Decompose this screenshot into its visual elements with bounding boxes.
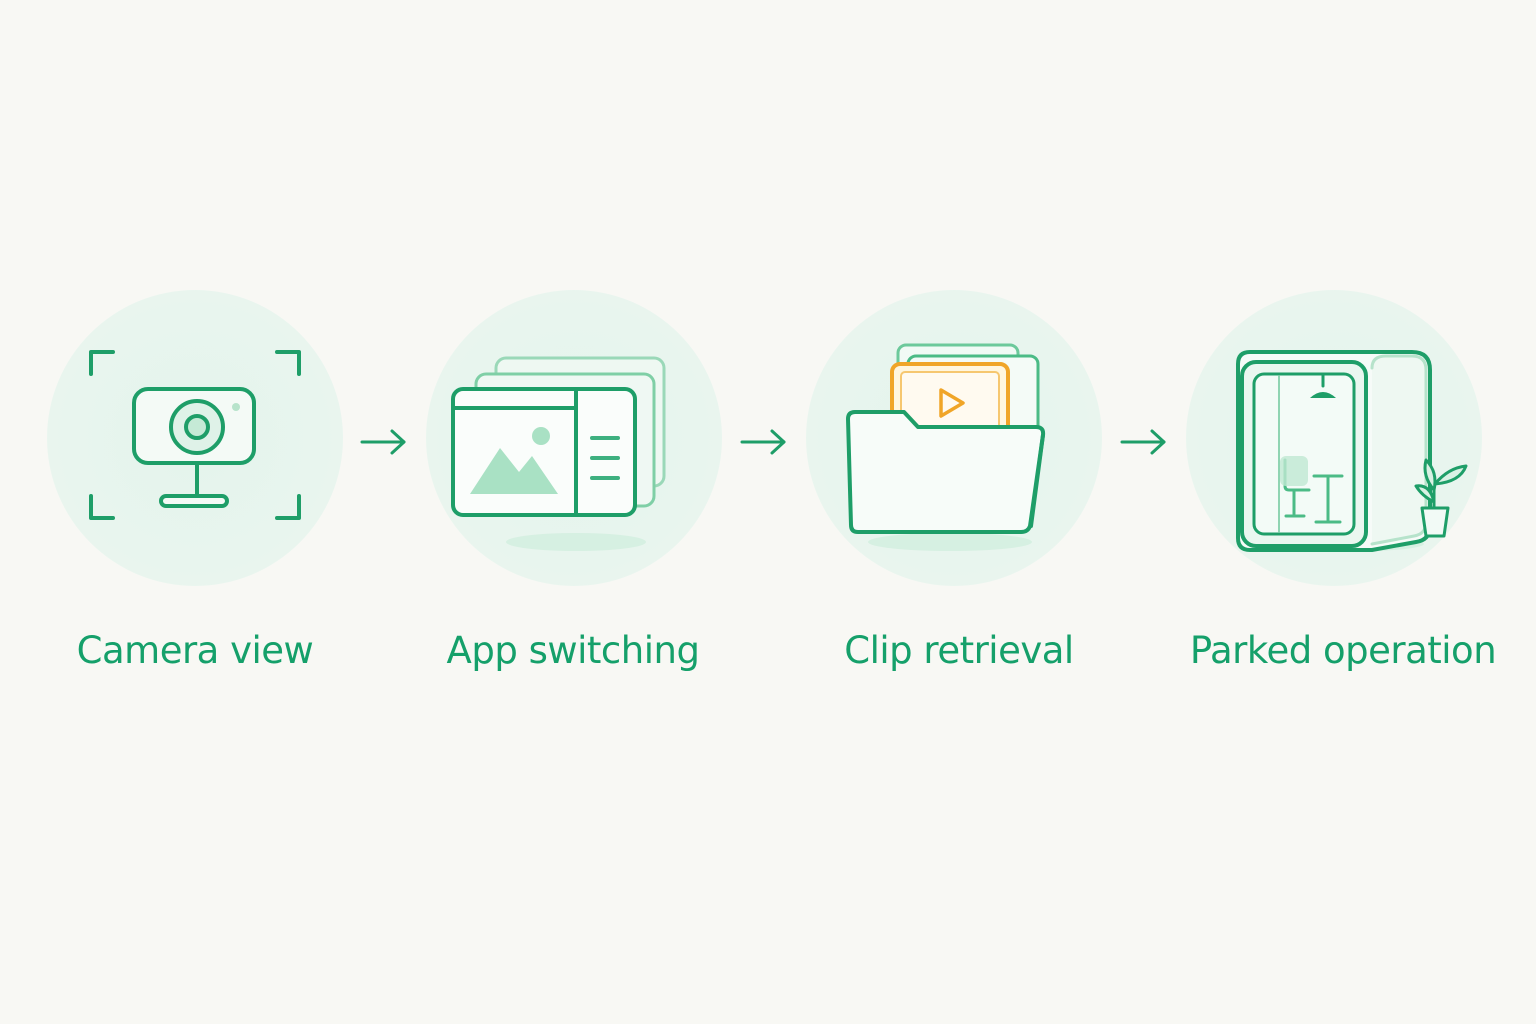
arrow-right-icon xyxy=(740,429,786,455)
step-label-camera-view: Camera view xyxy=(76,629,314,672)
step-app-switching xyxy=(426,290,722,586)
video-folder-icon xyxy=(846,343,1046,551)
arrow-right-icon xyxy=(360,429,406,455)
stacked-windows-icon xyxy=(451,356,666,551)
step-camera-view xyxy=(47,290,343,586)
arrow-right-icon xyxy=(1120,429,1166,455)
step-parked-operation xyxy=(1186,290,1482,586)
step-label-clip-retrieval: Clip retrieval xyxy=(844,629,1074,672)
step-label-app-switching: App switching xyxy=(446,629,700,672)
webcam-icon xyxy=(89,350,301,520)
step-label-parked-operation: Parked operation xyxy=(1189,629,1497,672)
step-clip-retrieval xyxy=(806,290,1102,586)
phone-booth-icon xyxy=(1236,350,1468,552)
